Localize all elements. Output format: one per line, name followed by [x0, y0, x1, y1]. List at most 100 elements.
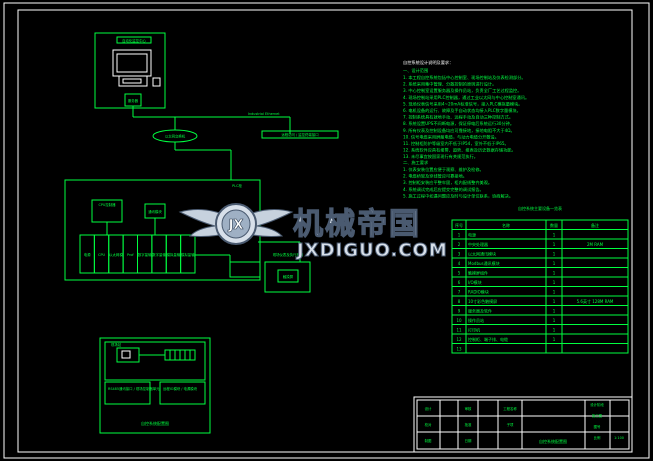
title-block-label: 日期: [465, 438, 472, 443]
drawing-title: 自控系统配置图: [539, 438, 567, 444]
bus-label: Industrial Ethernet: [248, 112, 280, 116]
design-notes: 自控系统设计说明及要求： 一、设计范围 1. 本工程自控系统包括中心控制室、现场…: [403, 59, 529, 199]
table-cell: 操作员站: [468, 317, 484, 323]
outer-border: [3, 2, 650, 459]
watermark: JX 机械帝国 JXDIGUO.COM: [178, 203, 448, 262]
hmi-label: 触摸屏: [283, 274, 294, 279]
table-cell: 1: [553, 261, 556, 266]
notes-section2: 二、施工要求: [403, 159, 429, 166]
table-cell: 2: [458, 242, 461, 247]
plc-module-label: CPU: [98, 253, 105, 257]
note-line: 6. 电机设备的运行、故障及手自动状态均接入PLC数字量模块。: [403, 107, 521, 114]
table-header-cell: 名称: [502, 222, 510, 228]
table-cell: Modbus通讯模块: [468, 260, 500, 266]
table-header-cell: 备注: [591, 222, 599, 228]
table-cell: 以太网通讯模块: [468, 250, 496, 256]
title-block-label: 制图: [425, 438, 432, 443]
table-cell: 5.6英寸 128M RAM: [577, 298, 614, 304]
note-line: 3. 中心控制室设置服务器及操作员站，负责全厂工艺过程监控。: [403, 87, 521, 94]
title-block-label: 批准: [465, 422, 472, 427]
note-line: 11. 控制柜防护等级室内不低于IP54，室外不低于IP65。: [403, 140, 509, 147]
table-cell: 12: [456, 337, 462, 342]
note-line: 2. 系统采用集中管理、分散控制的原则进行设计。: [403, 81, 496, 88]
table-cell: 1: [553, 280, 556, 285]
plc-title: PLC柜: [232, 183, 242, 188]
table-header-cell: 序号: [455, 222, 463, 228]
note-line: 10. 信号电缆采用屏蔽电缆，与动力电缆分开敷设。: [403, 133, 499, 140]
plc-module-label: 数字量输: [152, 252, 166, 257]
note-line: 7. 控制系统具有就地手动、远程手动及自动三种控制方式。: [403, 114, 513, 121]
table-cell: 1: [553, 337, 556, 342]
watermark-badge: JX: [228, 218, 244, 233]
plc-cpu-box: CPU控制器: [98, 202, 116, 207]
field-label-right: 远程IO模块 / 电源模块: [163, 386, 198, 391]
table-cell: 1: [553, 251, 556, 256]
table-cell: 电源: [468, 231, 476, 237]
table-cell: 1: [553, 242, 556, 247]
note-line: 2. 电缆桥架及穿线管应可靠接地。: [403, 173, 467, 180]
field-label-left: RS485通讯接口 / 现场控制器单元: [108, 386, 160, 391]
table-cell: 5: [458, 270, 461, 275]
field-station-caption: 自控系统配置图: [141, 420, 169, 426]
notes-section1: 一、设计范围: [403, 67, 428, 74]
watermark-en: JXDIGUO.COM: [295, 240, 448, 261]
title-block-label: 审核: [465, 406, 472, 411]
table-cell: 1: [553, 289, 556, 294]
plc-module-label: 以太网模: [109, 252, 123, 257]
note-line: 1. 仪表安装位置应便于观察、维护及检修。: [403, 166, 484, 173]
plc-module-label: 模拟量输: [167, 252, 181, 257]
title-block-right-label: 比例: [594, 435, 601, 440]
switch-label: 以太网交换机: [165, 134, 186, 139]
plc-module-slot: [180, 234, 196, 274]
table-cell: 3: [458, 251, 461, 256]
table-cell: 控制柜、端子排、电缆: [468, 336, 508, 342]
title-block-right-value: 1:100: [614, 436, 624, 440]
note-line: 5. 现场仪表信号采用4~20mA标准信号，接入PLC模拟量模块。: [403, 100, 523, 107]
plc-module-label: 电源: [84, 252, 91, 257]
note-line: 4. 系统调试完成后应提交完整的调试报告。: [403, 186, 484, 193]
note-line: 9. 所有仪表及控制设备均应可靠接地，接地电阻不大于4Ω。: [403, 127, 515, 134]
plc-module-label: 模拟量输: [181, 252, 195, 257]
note-line: 8. 系统设置UPS不间断电源，保证停电后系统运行30分钟。: [403, 120, 514, 127]
table-cell: 1: [553, 327, 556, 332]
title-block-subitem: 子项: [507, 422, 514, 427]
note-line: 12. 系统软件应具有报警、趋势、报表及历史数据存储功能。: [403, 147, 516, 154]
table-cell: 1: [553, 232, 556, 237]
notes-title: 自控系统设计说明及要求：: [403, 59, 453, 66]
table-cell: 触摸屏组件: [468, 269, 488, 275]
table-cell: 4: [458, 261, 461, 266]
table-cell: 2M RAM: [587, 242, 604, 247]
table-cell: 1: [553, 299, 556, 304]
ethernet-bus: Industrial Ethernet 远程访问 / 监控终端接口 以太网交换机: [133, 112, 339, 180]
equipment-table-title: 自控系统主要设备一览表: [518, 205, 562, 211]
table-header-cell: 数量: [550, 222, 558, 228]
title-block-right-label: 设计阶段: [590, 402, 604, 407]
table-cell: 10寸彩色触摸屏: [468, 298, 497, 304]
title-block-project: 工程名称: [503, 406, 517, 411]
table-cell: 1: [458, 232, 461, 237]
title-block-right-label: 图号: [594, 424, 601, 429]
watermark-cn: 机械帝国: [293, 207, 421, 242]
table-cell: 1: [553, 308, 556, 313]
plc-module-label: 数字量输: [138, 252, 152, 257]
table-cell: 9: [458, 308, 461, 313]
io-box-label: 现场仪表及执行机构: [273, 252, 304, 257]
note-line: 5. 施工过程中如遇问题应及时与设计单位联系，协商解决。: [403, 192, 513, 199]
table-cell: 1: [553, 270, 556, 275]
inner-border: [17, 9, 633, 453]
table-cell: 8: [458, 299, 461, 304]
server-workstation: 自动化监控中心 服务器: [94, 32, 166, 117]
branch-device-label: 远程访问 / 监控终端接口: [281, 132, 318, 137]
server-label: 服务器: [128, 98, 139, 103]
table-cell: 中央处理器: [468, 241, 488, 247]
server-title: 自动化监控中心: [122, 38, 146, 43]
field-station-title: 现场站: [111, 342, 122, 347]
table-cell: I/O模块: [468, 279, 482, 285]
plc-comm-box: 通讯模块: [148, 209, 162, 214]
title-block-label: 设计: [425, 406, 432, 411]
table-cell: 13: [456, 346, 462, 351]
